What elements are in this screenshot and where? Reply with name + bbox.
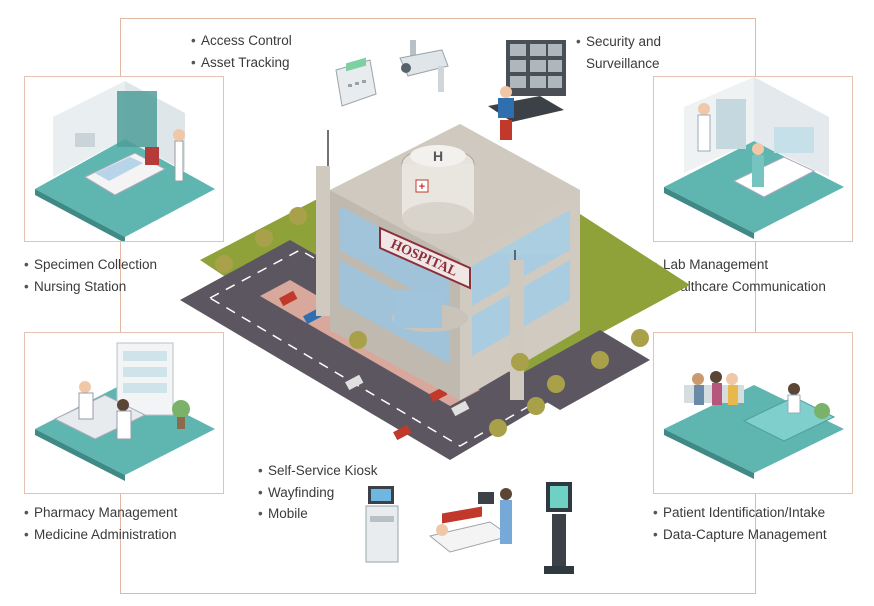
label-medicine-administration: Medicine Administration bbox=[24, 524, 177, 546]
surveillance-illustration bbox=[488, 40, 566, 140]
label-security-and: Security and bbox=[576, 31, 661, 53]
label-group-pharmacy: Pharmacy Management Medicine Administrat… bbox=[24, 502, 177, 545]
hospital-illustration: H + HOSPITAL bbox=[180, 124, 690, 460]
helipad-letter: H bbox=[433, 148, 443, 164]
label-patient-identification: Patient Identification/Intake bbox=[653, 502, 827, 524]
label-specimen-collection: Specimen Collection bbox=[24, 254, 157, 276]
label-healthcare-communication: Healthcare Communication bbox=[653, 276, 826, 298]
label-group-access: Access Control Asset Tracking bbox=[191, 30, 292, 73]
pharmacy-room-illustration bbox=[35, 342, 215, 481]
label-lab-management: Lab Management bbox=[653, 254, 826, 276]
outer-frame bbox=[120, 18, 756, 594]
label-pharmacy-management: Pharmacy Management bbox=[24, 502, 177, 524]
label-wayfinding: Wayfinding bbox=[258, 482, 378, 504]
label-group-security: Security and Surveillance bbox=[576, 31, 661, 74]
patient-illustration-box bbox=[653, 332, 853, 494]
label-nursing-station: Nursing Station bbox=[24, 276, 157, 298]
label-data-capture: Data-Capture Management bbox=[653, 524, 827, 546]
label-group-specimen: Specimen Collection Nursing Station bbox=[24, 254, 157, 297]
red-cross-icon: + bbox=[419, 181, 425, 193]
reception-illustration bbox=[664, 371, 844, 479]
label-surveillance: Surveillance bbox=[586, 55, 660, 71]
label-access-control: Access Control bbox=[191, 30, 292, 52]
pharmacy-illustration-box bbox=[24, 332, 224, 494]
label-asset-tracking: Asset Tracking bbox=[191, 52, 292, 74]
trees bbox=[215, 207, 649, 437]
label-group-kiosk: Self-Service Kiosk Wayfinding Mobile bbox=[258, 460, 378, 525]
specimen-illustration-box bbox=[24, 76, 224, 242]
label-mobile: Mobile bbox=[258, 503, 378, 525]
label-self-service-kiosk: Self-Service Kiosk bbox=[258, 460, 378, 482]
kiosk-mobile-illustration bbox=[365, 482, 574, 574]
lab-illustration-box bbox=[653, 76, 853, 242]
access-devices-illustration bbox=[335, 40, 449, 107]
label-group-patient: Patient Identification/Intake Data-Captu… bbox=[653, 502, 827, 545]
lab-room-illustration bbox=[664, 77, 844, 239]
nursing-room-illustration bbox=[35, 81, 215, 241]
label-group-lab: Lab Management Healthcare Communication bbox=[653, 254, 826, 297]
